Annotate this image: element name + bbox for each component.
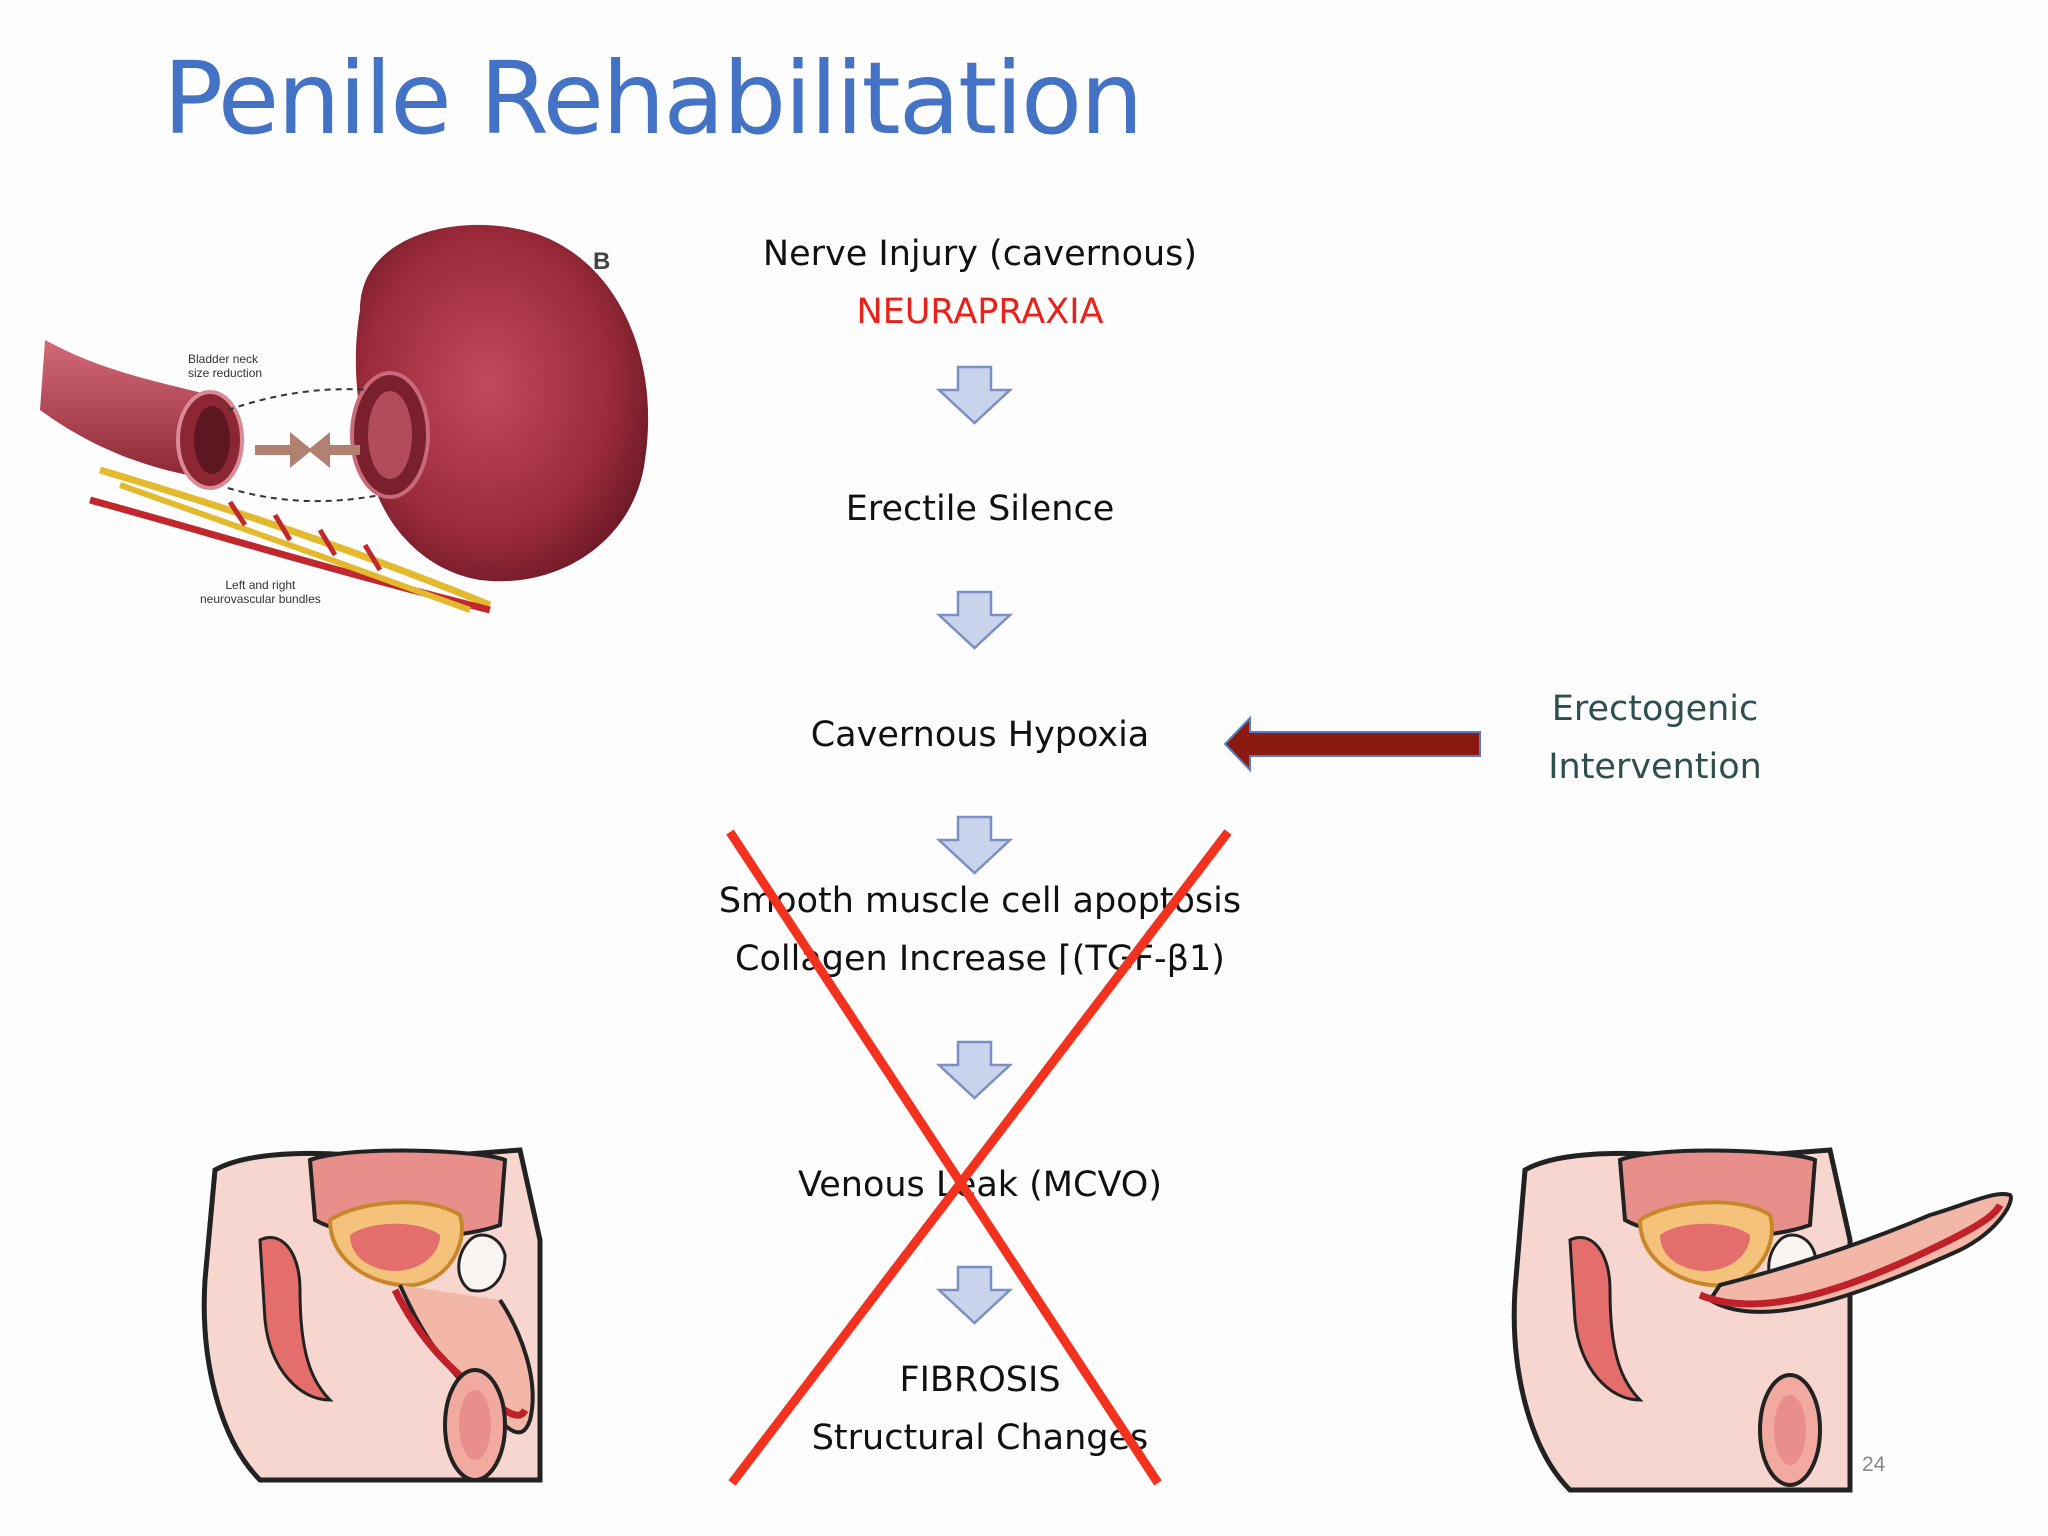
page-number: 24: [1862, 1453, 1885, 1477]
